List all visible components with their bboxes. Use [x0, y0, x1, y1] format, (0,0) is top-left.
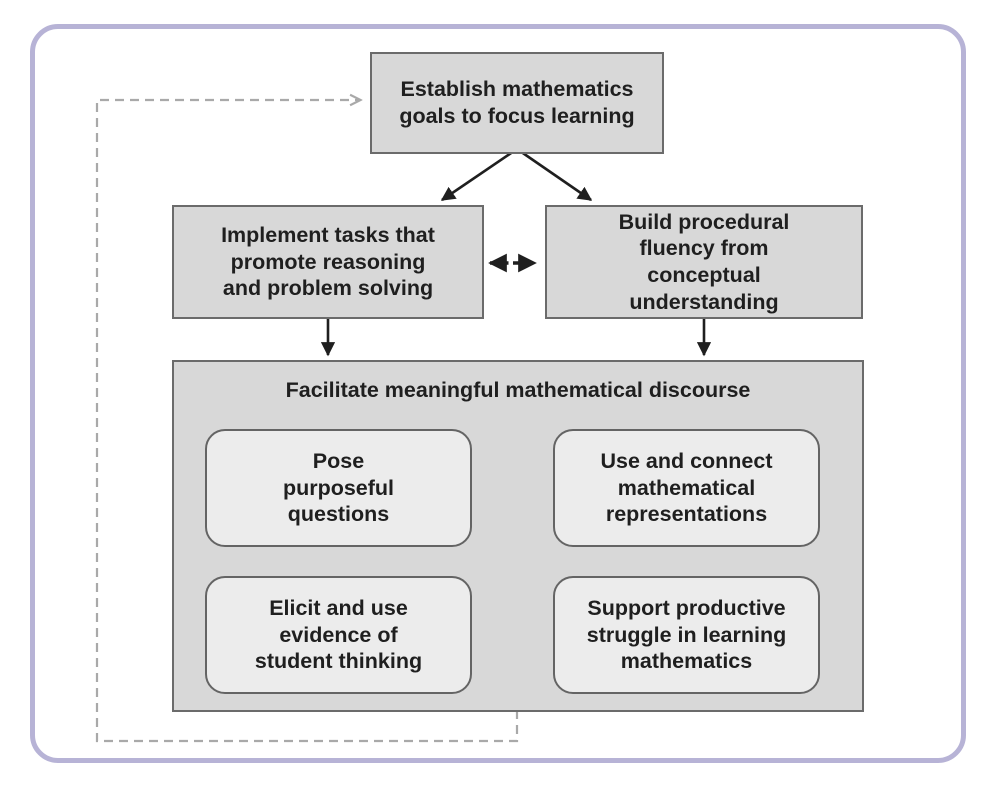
goals-box: Establish mathematics goals to focus lea…: [370, 52, 664, 154]
goals-to-tasks-arrow: [440, 147, 518, 202]
practice-struggle-box: Support productive struggle in learning …: [553, 576, 820, 694]
practice-pose-questions-box: Pose purposeful questions: [205, 429, 472, 547]
practice-representations-label: Use and connect mathematical representat…: [600, 449, 773, 527]
practice-evidence-label: Elicit and use evidence of student think…: [254, 596, 423, 674]
tasks-box-label: Implement tasks that promote reasoning a…: [221, 223, 435, 301]
practice-representations-box: Use and connect mathematical representat…: [553, 429, 820, 547]
fluency-box-label: Build procedural fluency from conceptual…: [618, 209, 790, 314]
fluency-box: Build procedural fluency from conceptual…: [545, 205, 863, 319]
practice-pose-questions-label: Pose purposeful questions: [282, 449, 395, 527]
feedback-loop-dashed-arrow: [95, 100, 519, 743]
tasks-box: Implement tasks that promote reasoning a…: [172, 205, 484, 319]
discourse-box-title: Facilitate meaningful mathematical disco…: [285, 378, 751, 402]
practice-evidence-box: Elicit and use evidence of student think…: [205, 576, 472, 694]
outer-frame: [30, 24, 966, 763]
goals-to-fluency-arrow: [516, 147, 593, 202]
goals-box-label: Establish mathematics goals to focus lea…: [399, 77, 635, 128]
practice-struggle-label: Support productive struggle in learning …: [586, 596, 787, 674]
